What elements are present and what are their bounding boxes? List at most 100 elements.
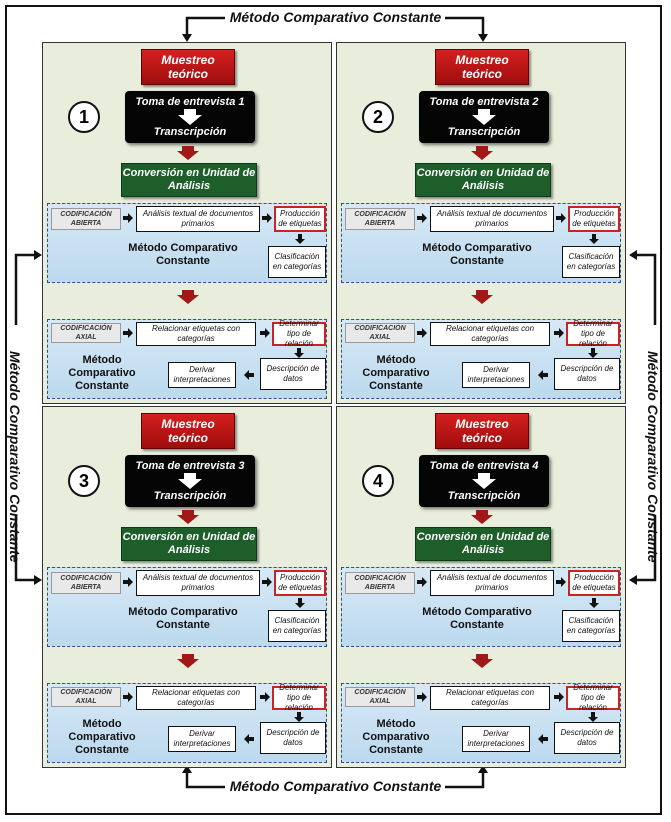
descripcion-datos-box: Descripción de datos [260,722,326,754]
transcripcion-label: Transcripción [153,490,227,502]
produccion-etiquetas-box: Producción de etiquetas [568,206,620,232]
analisis-textual-box: Análisis textual de documentos primarios [430,206,554,232]
codificacion-axial-section: CODIFICACIÓN AXIAL Relacionar etiquetas … [47,683,327,763]
red-down-arrow-icon [177,654,199,668]
descripcion-datos-box: Descripción de datos [554,358,620,390]
entrevista-box: Toma de entrevista 3 Transcripción [125,455,255,507]
left-arrow-icon [244,734,254,744]
metodo-comparativo-label: Método Comparativo Constante [422,606,532,631]
red-down-arrow-icon [471,654,493,668]
right-arrow-icon [554,328,564,338]
right-arrow-icon [417,328,427,338]
codificacion-axial-label: CODIFICACIÓN AXIAL [51,687,121,707]
quadrant-2: Muestreo teórico 2 Toma de entrevista 2 … [336,42,626,404]
muestreo-teorico-box: Muestreo teórico [141,413,235,449]
derivar-interpretaciones-box: Derivar interpretaciones [168,362,236,388]
entrevista-box: Toma de entrevista 1 Transcripción [125,91,255,143]
transcripcion-label: Transcripción [447,126,521,138]
down-arrow-icon [295,234,305,244]
metodo-comparativo-label: Método Comparativo Constante [128,242,238,267]
metodo-comparativo-label: Método Comparativo Constante [362,354,430,392]
analisis-textual-box: Análisis textual de documentos primarios [136,570,260,596]
produccion-etiquetas-box: Producción de etiquetas [274,570,326,596]
quadrant-1: Muestreo teórico 1 Toma de entrevista 1 … [42,42,332,404]
derivar-interpretaciones-box: Derivar interpretaciones [462,726,530,752]
relacionar-etiquetas-box: Relacionar etiquetas con categorías [136,686,256,710]
muestreo-teorico-box: Muestreo teórico [435,413,529,449]
metodo-comparativo-label: Método Comparativo Constante [68,354,136,392]
conversion-label: Conversión en Unidad de Análisis [416,531,550,556]
determinar-relacion-box: Determinar tipo de relación [566,319,620,348]
red-down-arrow-icon [471,290,493,304]
muestreo-label: Muestreo teórico [455,417,509,445]
entrevista-box: Toma de entrevista 4 Transcripción [419,455,549,507]
right-arrow-icon [260,328,270,338]
entrevista-label: Toma de entrevista 4 [429,460,539,472]
down-arrow-icon [588,348,598,358]
left-arrow-icon [538,370,548,380]
clasificacion-categorias-box: Clasificación en categorías [562,246,620,278]
entrevista-label: Toma de entrevista 1 [135,96,245,108]
metodo-comparativo-label: Método Comparativo Constante [362,718,430,756]
conversion-label: Conversión en Unidad de Análisis [122,167,256,192]
muestreo-teorico-box: Muestreo teórico [141,49,235,85]
muestreo-label: Muestreo teórico [455,53,509,81]
muestreo-label: Muestreo teórico [161,417,215,445]
step-number-circle: 2 [362,101,394,133]
codificacion-abierta-section: CODIFICACIÓN ABIERTA Análisis textual de… [341,203,621,283]
derivar-interpretaciones-box: Derivar interpretaciones [462,362,530,388]
left-arrow-icon [244,370,254,380]
down-arrow-icon [178,473,202,489]
outer-label-bottom: Método Comparativo Constante [229,778,442,794]
down-arrow-icon [588,712,598,722]
codificacion-abierta-section: CODIFICACIÓN ABIERTA Análisis textual de… [47,203,327,283]
step-number-circle: 1 [68,101,100,133]
descripcion-datos-box: Descripción de datos [554,722,620,754]
right-arrow-icon [123,328,133,338]
right-arrow-icon [556,213,566,223]
red-down-arrow-icon [471,146,493,160]
derivar-interpretaciones-box: Derivar interpretaciones [168,726,236,752]
entrevista-label: Toma de entrevista 2 [429,96,539,108]
diagram-frame [5,5,662,815]
red-down-arrow-icon [177,146,199,160]
determinar-relacion-box: Determinar tipo de relación [566,683,620,712]
clasificacion-categorias-box: Clasificación en categorías [268,246,326,278]
muestreo-teorico-box: Muestreo teórico [435,49,529,85]
conversion-box: Conversión en Unidad de Análisis [415,527,551,561]
codificacion-abierta-label: CODIFICACIÓN ABIERTA [51,208,121,230]
red-down-arrow-icon [177,290,199,304]
codificacion-abierta-label: CODIFICACIÓN ABIERTA [345,208,415,230]
clasificacion-categorias-box: Clasificación en categorías [268,610,326,642]
outer-label-left: Método Comparativo Constante [7,351,23,563]
muestreo-label: Muestreo teórico [161,53,215,81]
metodo-comparativo-label: Método Comparativo Constante [68,718,136,756]
codificacion-abierta-label: CODIFICACIÓN ABIERTA [51,572,121,594]
produccion-etiquetas-box: Producción de etiquetas [568,570,620,596]
outer-label-top: Método Comparativo Constante [229,9,442,25]
codificacion-abierta-label: CODIFICACIÓN ABIERTA [345,572,415,594]
conversion-box: Conversión en Unidad de Análisis [121,527,257,561]
codificacion-axial-label: CODIFICACIÓN AXIAL [51,323,121,343]
step-number-circle: 3 [68,465,100,497]
right-arrow-icon [417,692,427,702]
determinar-relacion-box: Determinar tipo de relación [272,683,326,712]
codificacion-axial-label: CODIFICACIÓN AXIAL [345,687,415,707]
right-arrow-icon [262,213,272,223]
codificacion-axial-label: CODIFICACIÓN AXIAL [345,323,415,343]
conversion-label: Conversión en Unidad de Análisis [122,531,256,556]
codificacion-axial-section: CODIFICACIÓN AXIAL Relacionar etiquetas … [47,319,327,399]
right-arrow-icon [262,577,272,587]
descripcion-datos-box: Descripción de datos [260,358,326,390]
down-arrow-icon [589,234,599,244]
down-arrow-icon [294,712,304,722]
conversion-box: Conversión en Unidad de Análisis [415,163,551,197]
analisis-textual-box: Análisis textual de documentos primarios [430,570,554,596]
codificacion-abierta-section: CODIFICACIÓN ABIERTA Análisis textual de… [341,567,621,647]
conversion-label: Conversión en Unidad de Análisis [416,167,550,192]
entrevista-label: Toma de entrevista 3 [135,460,245,472]
left-arrow-icon [538,734,548,744]
metodo-comparativo-label: Método Comparativo Constante [128,606,238,631]
transcripcion-label: Transcripción [447,490,521,502]
